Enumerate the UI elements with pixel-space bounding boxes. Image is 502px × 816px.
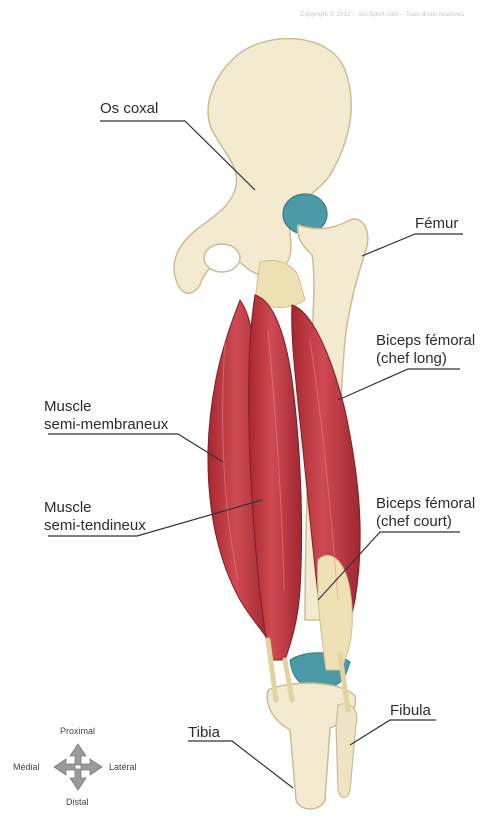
copyright-notice: Copyright © 2012 – Sci-Sport.com – Tous … (300, 11, 464, 18)
compass-distal: Distal (66, 797, 89, 807)
arrow-up-icon (70, 744, 86, 765)
arrow-right-icon (81, 759, 102, 775)
leader-semi-membraneux (48, 434, 223, 462)
leader-biceps-long (338, 369, 460, 400)
label-semi-membraneux-1: Muscle (44, 398, 92, 415)
label-fibula: Fibula (390, 702, 431, 719)
compass-arrows (54, 744, 102, 790)
compass-medial: Médial (13, 762, 40, 772)
compass-proximal: Proximal (60, 726, 95, 736)
compass-lateral: Latéral (109, 762, 137, 772)
leader-fibula (350, 720, 436, 745)
label-semi-membraneux-2: semi-membraneux (44, 416, 168, 433)
obturator-foramen (204, 244, 240, 272)
fibula-shape (336, 704, 357, 798)
label-biceps-long-2: (chef long) (376, 350, 447, 367)
label-biceps-court-2: (chef court) (376, 513, 452, 530)
label-semi-tendineux-1: Muscle (44, 499, 92, 516)
arrow-left-icon (54, 759, 75, 775)
arrow-down-icon (70, 769, 86, 790)
leader-tibia (188, 741, 293, 788)
label-semi-tendineux-2: semi-tendineux (44, 517, 146, 534)
label-tibia: Tibia (188, 724, 220, 741)
label-biceps-court-1: Biceps fémoral (376, 495, 475, 512)
label-femur: Fémur (415, 215, 458, 232)
leader-femur (362, 234, 463, 256)
label-os-coxal: Os coxal (100, 100, 158, 117)
label-biceps-long-1: Biceps fémoral (376, 332, 475, 349)
